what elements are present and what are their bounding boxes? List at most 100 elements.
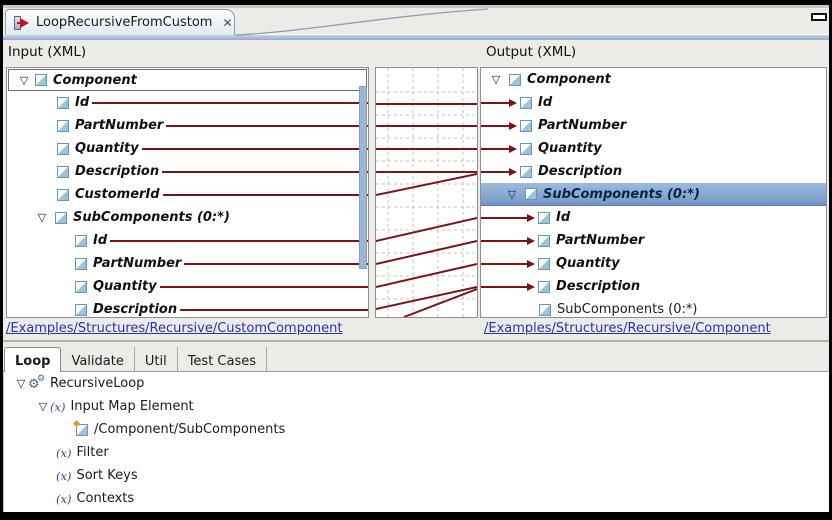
tree-row-recursiveloop[interactable]: ▽ ⚙⚙ RecursiveLoop bbox=[4, 372, 829, 395]
mapping-line bbox=[92, 101, 368, 104]
mapping-arrowhead-icon bbox=[509, 167, 517, 176]
tree-row-customerid[interactable]: CustomerId bbox=[7, 183, 368, 206]
mapping-canvas[interactable] bbox=[375, 67, 478, 318]
tree-row-subcomponents[interactable]: ▽ SubComponents (0:*) bbox=[7, 206, 368, 229]
xml-element-icon bbox=[55, 211, 67, 224]
xml-element-icon bbox=[57, 188, 69, 201]
tree-row-partnumber[interactable]: PartNumber bbox=[7, 114, 368, 137]
tree-row-sub-partnumber[interactable]: PartNumber bbox=[7, 252, 368, 275]
mapping-arrowhead-icon bbox=[527, 236, 535, 245]
mapping-line bbox=[481, 170, 509, 173]
mapping-line bbox=[481, 239, 527, 242]
input-pane-header: Input (XML) bbox=[8, 44, 87, 60]
sash-divider[interactable] bbox=[3, 340, 829, 342]
tab-validate[interactable]: Validate bbox=[61, 347, 135, 372]
xml-element-icon bbox=[520, 165, 532, 178]
tree-row-component[interactable]: ▽ Component bbox=[8, 69, 367, 91]
tab-swoosh-curve bbox=[234, 8, 489, 36]
window-frame bbox=[0, 512, 832, 520]
tree-row-input-map-element[interactable]: ▽ (x) Input Map Element bbox=[4, 395, 829, 418]
mapping-arrowhead-icon bbox=[509, 98, 517, 107]
tree-row-sub-id[interactable]: Id bbox=[481, 206, 826, 229]
collapse-triangle-icon[interactable]: ▽ bbox=[19, 73, 29, 87]
collapse-triangle-icon[interactable]: ▽ bbox=[37, 211, 47, 224]
editor-tab-title: LoopRecursiveFromCustom bbox=[36, 15, 213, 30]
tree-row-sort-keys[interactable]: (x) Sort Keys bbox=[56, 468, 138, 483]
tree-row-sub-subcomponents[interactable]: SubComponents (0:*) bbox=[481, 298, 826, 317]
mapping-line bbox=[481, 147, 509, 150]
bottom-tab-bar: Loop Validate Util Test Cases bbox=[4, 347, 829, 372]
tree-row-sub-partnumber[interactable]: PartNumber bbox=[481, 229, 826, 252]
tree-row-partnumber[interactable]: PartNumber bbox=[481, 114, 826, 137]
xml-element-icon bbox=[525, 188, 537, 200]
tree-row-component-subcomponents-path[interactable]: /Component/SubComponents bbox=[4, 418, 829, 441]
tab-test-cases[interactable]: Test Cases bbox=[178, 347, 268, 372]
xml-element-icon bbox=[538, 280, 550, 293]
xml-element-icon bbox=[539, 303, 551, 316]
tree-row-quantity[interactable]: Quantity bbox=[481, 137, 826, 160]
tab-loop[interactable]: Loop bbox=[4, 347, 62, 372]
tree-row-contexts[interactable]: (x) Contexts bbox=[56, 491, 135, 506]
mapping-arrowhead-icon bbox=[527, 213, 535, 222]
tree-row-sub-description[interactable]: Description bbox=[481, 275, 826, 298]
mapping-line bbox=[481, 101, 509, 104]
mapping-line bbox=[166, 124, 368, 127]
xml-element-icon bbox=[538, 257, 550, 270]
bottom-tabbar-underline bbox=[3, 371, 829, 372]
close-icon[interactable]: ✕ bbox=[222, 15, 233, 30]
output-resource-link[interactable]: /Examples/Structures/Recursive/Component bbox=[484, 321, 771, 336]
tree-row-filter[interactable]: (x) Filter bbox=[56, 445, 109, 460]
tabbar-bottom-band bbox=[3, 34, 829, 40]
collapse-triangle-icon[interactable]: ▽ bbox=[507, 187, 517, 201]
tree-row-subcomponents-selected[interactable]: ▽ SubComponents (0:*) bbox=[481, 183, 826, 206]
tree-row-id[interactable]: Id bbox=[7, 91, 368, 114]
tree-row-description[interactable]: Description bbox=[7, 160, 368, 183]
loop-gears-icon: ⚙⚙ bbox=[28, 373, 46, 392]
mapping-arrowhead-icon bbox=[509, 144, 517, 153]
xml-element-icon bbox=[538, 234, 550, 247]
mapping-line bbox=[141, 147, 368, 150]
tree-row-sub-quantity[interactable]: Quantity bbox=[7, 275, 368, 298]
xml-element-icon bbox=[520, 119, 532, 132]
tree-row-sub-quantity[interactable]: Quantity bbox=[481, 252, 826, 275]
input-resource-link[interactable]: /Examples/Structures/Recursive/CustomCom… bbox=[6, 321, 343, 336]
tree-row-sub-id[interactable]: Id bbox=[7, 229, 368, 252]
tree-row-component[interactable]: ▽ Component bbox=[481, 68, 826, 91]
tree-row-description[interactable]: Description bbox=[481, 160, 826, 183]
expression-icon: (x) bbox=[50, 399, 66, 414]
expression-icon: (x) bbox=[56, 468, 72, 483]
xml-element-icon bbox=[520, 96, 532, 109]
window-frame bbox=[0, 0, 832, 5]
xml-element-icon bbox=[57, 119, 69, 132]
mapping-line bbox=[481, 262, 527, 265]
expression-icon: (x) bbox=[56, 445, 72, 460]
minimize-button[interactable] bbox=[811, 13, 827, 21]
xml-element-icon bbox=[35, 74, 47, 86]
tree-row-quantity[interactable]: Quantity bbox=[7, 137, 368, 160]
mapping-arrowhead-icon bbox=[527, 282, 535, 291]
mapping-line bbox=[162, 170, 368, 173]
mapping-line bbox=[110, 239, 368, 242]
mapping-line bbox=[159, 285, 368, 288]
xml-element-icon bbox=[538, 211, 550, 224]
mapping-line bbox=[481, 285, 527, 288]
xml-element-icon bbox=[75, 303, 87, 316]
collapse-triangle-icon[interactable]: ▽ bbox=[16, 377, 26, 390]
editor-tab-looprecursivefromcustom[interactable]: LoopRecursiveFromCustom ✕ bbox=[5, 9, 235, 35]
tab-util[interactable]: Util bbox=[135, 347, 178, 372]
xml-element-icon bbox=[75, 257, 87, 270]
tabbar-top-line bbox=[3, 5, 829, 8]
mapping-line bbox=[184, 262, 368, 265]
collapse-triangle-icon[interactable]: ▽ bbox=[491, 73, 501, 86]
tree-row-sub-description[interactable]: Description bbox=[7, 298, 368, 317]
input-tree-scrollbar[interactable] bbox=[359, 86, 367, 269]
loop-properties-panel: ▽ ⚙⚙ RecursiveLoop ▽ (x) Input Map Eleme… bbox=[3, 372, 829, 512]
tree-row-id[interactable]: Id bbox=[481, 91, 826, 114]
map-file-icon bbox=[14, 15, 30, 30]
collapse-triangle-icon[interactable]: ▽ bbox=[38, 400, 48, 413]
output-tree: ▽ Component Id PartNumber Quantity Desc bbox=[480, 67, 827, 318]
xml-element-icon bbox=[75, 280, 87, 293]
mapping-line bbox=[180, 308, 368, 311]
xml-element-icon bbox=[57, 142, 69, 155]
xml-element-new-icon bbox=[76, 423, 88, 436]
